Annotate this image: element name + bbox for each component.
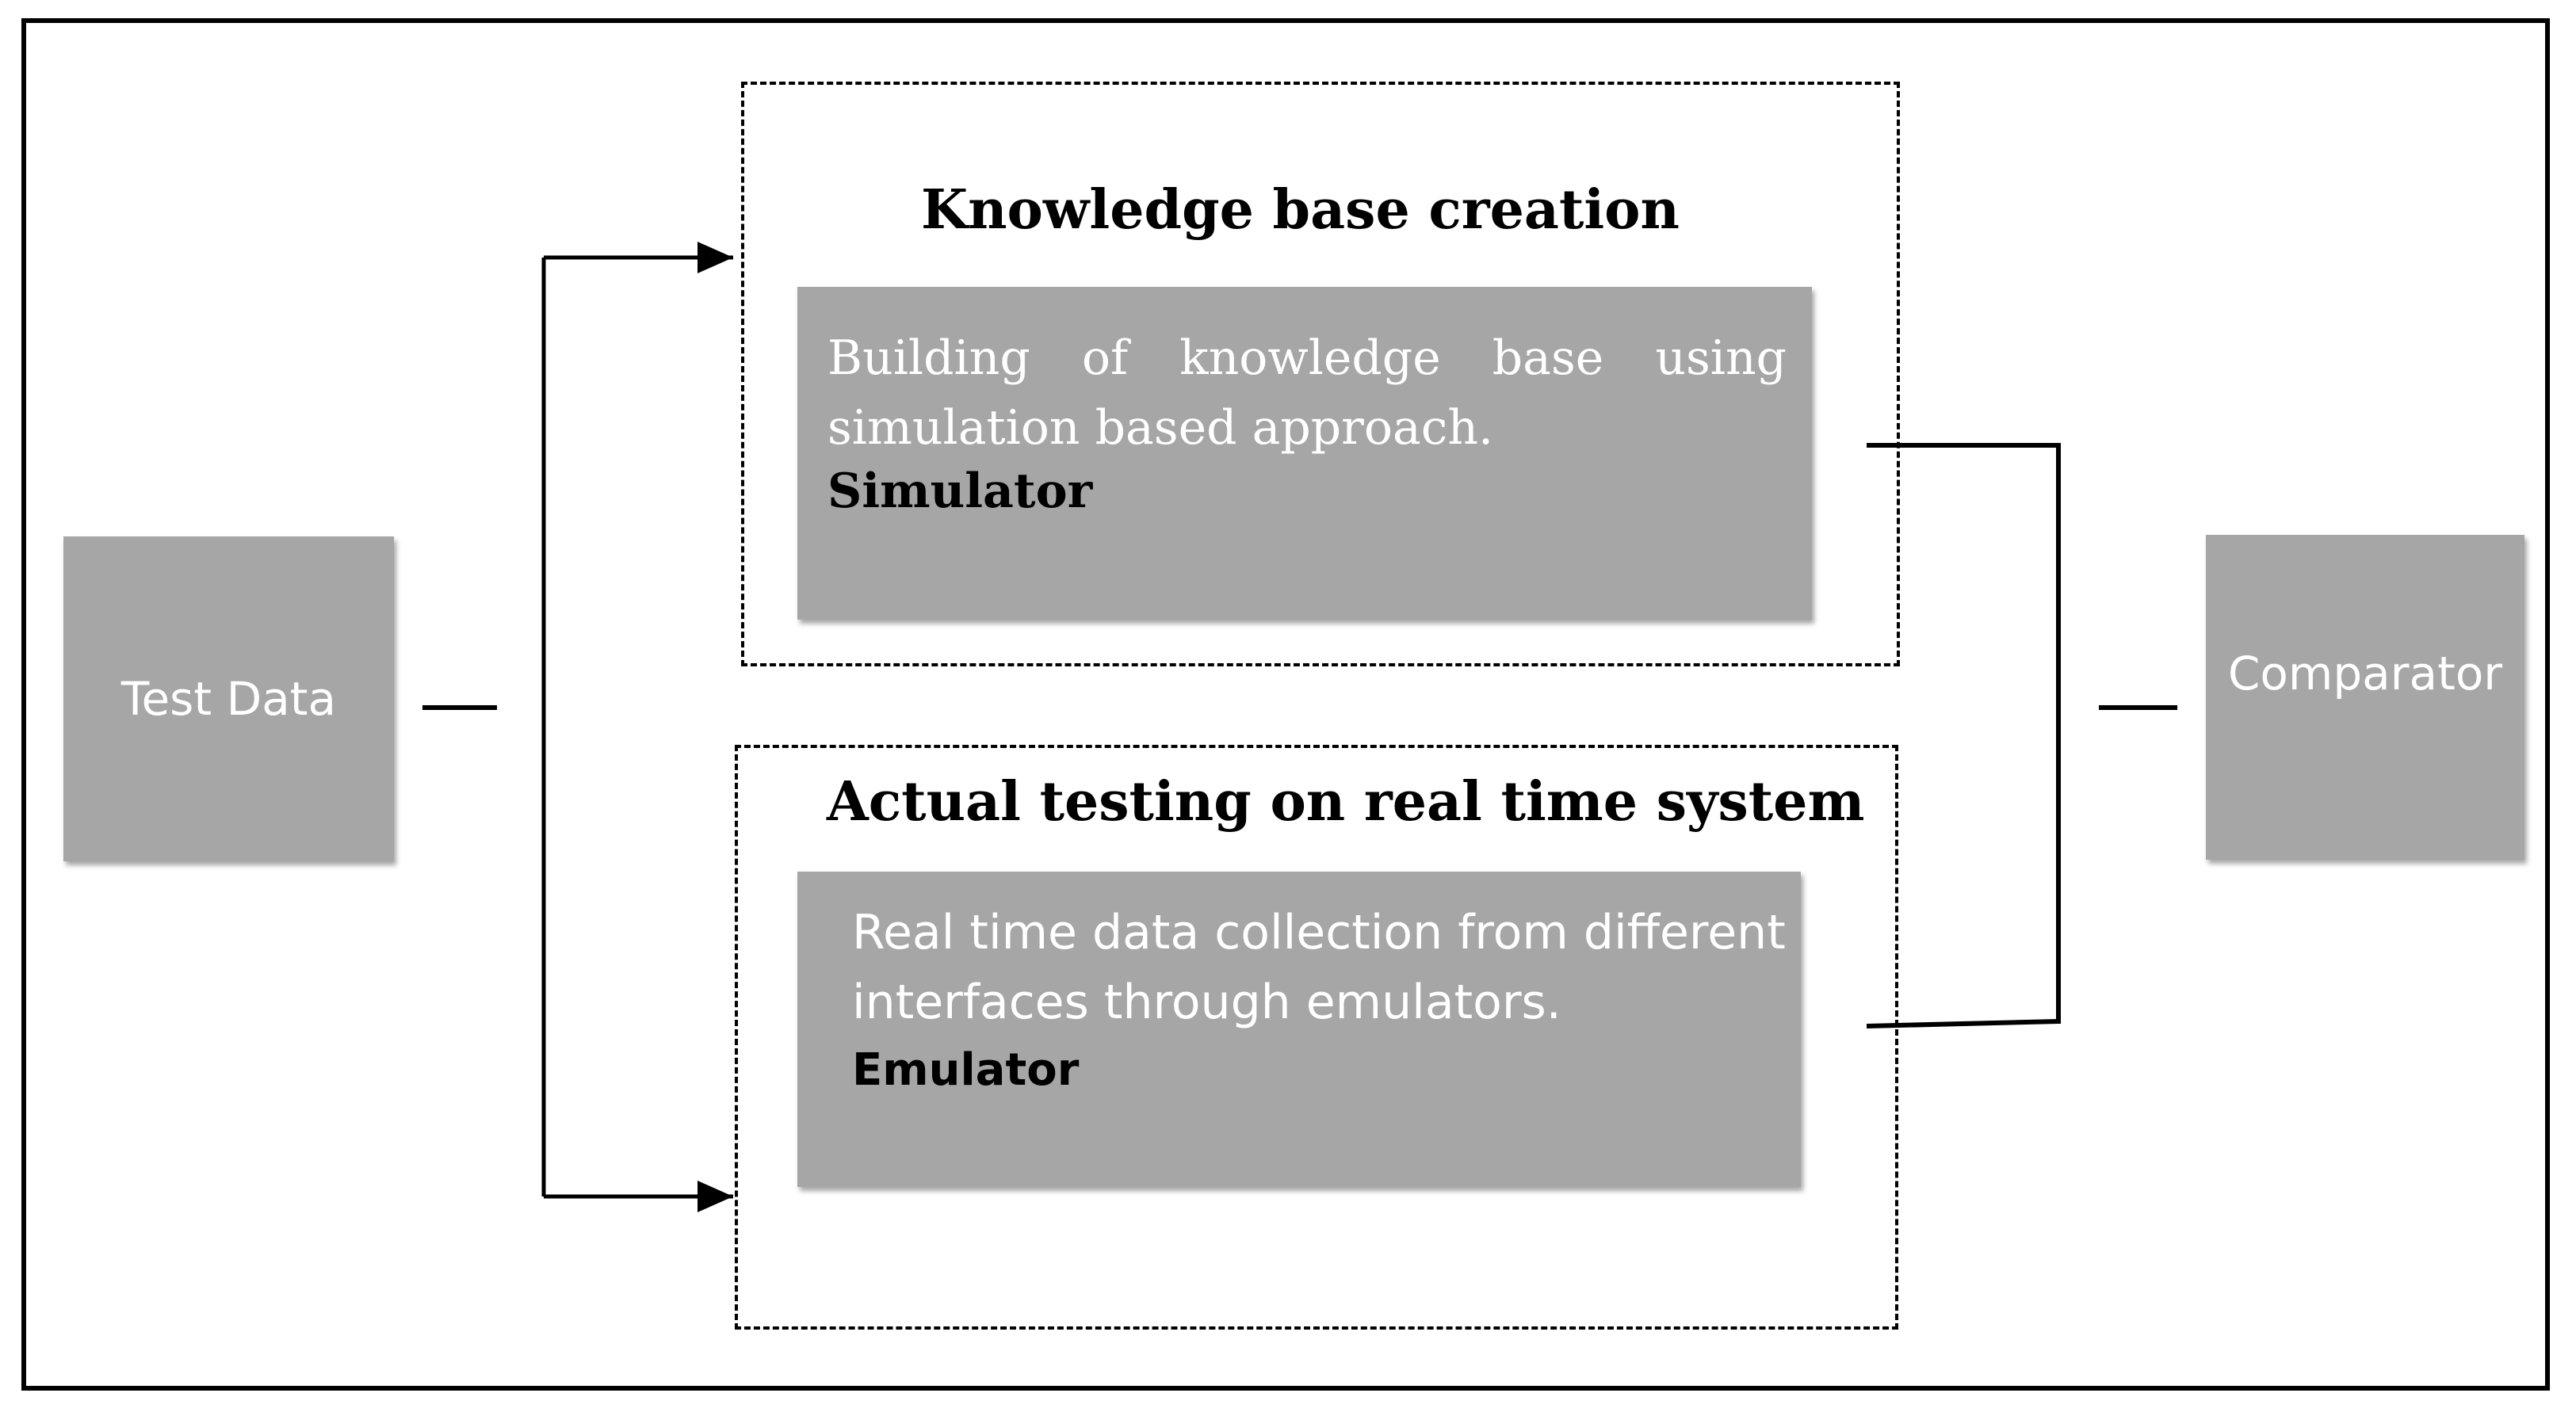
emulator-description: Real time data collection from different…	[852, 905, 1786, 1030]
knowledge-base-title: Knowledge base creation	[921, 178, 1680, 242]
test-data-node: Test Data	[63, 536, 394, 861]
emulator-output-line	[1866, 1019, 2059, 1028]
diagram-frame	[21, 18, 2550, 1391]
simulator-description: Building of knowledge base using simulat…	[827, 330, 1787, 456]
actual-testing-group	[735, 745, 1898, 1330]
simulator-label: Simulator	[827, 464, 1093, 519]
comparator-label: Comparator	[2227, 647, 2503, 700]
actual-testing-title: Actual testing on real time system	[827, 770, 1865, 834]
comparator-node: Comparator	[2206, 535, 2524, 860]
test-data-label: Test Data	[120, 672, 337, 726]
emulator-label: Emulator	[852, 1044, 1080, 1096]
knowledge-base-group	[741, 82, 1900, 666]
simulator-box	[797, 287, 1812, 620]
emulator-box	[797, 872, 1801, 1187]
